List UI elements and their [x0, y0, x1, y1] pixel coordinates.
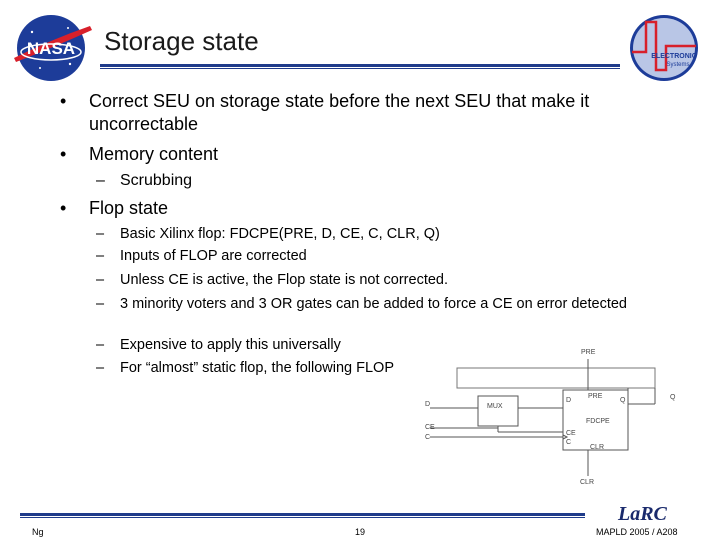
pre-label: PRE — [581, 349, 596, 356]
bullet-dot: • — [60, 198, 67, 218]
electronic-systems-logo: ELECTRONIC Systems — [630, 15, 698, 81]
sub-bullet-list: –Basic Xilinx flop: FDCPE(PRE, D, CE, C,… — [96, 225, 636, 377]
sub-bullet-scrubbing: – Scrubbing — [96, 172, 193, 189]
ff-d-label: D — [566, 397, 571, 404]
page-title: Storage state — [104, 26, 259, 56]
ff-ce-label: CE — [566, 430, 576, 437]
q-out-label: Q — [670, 394, 676, 401]
bullet-1: • Correct SEU on storage state before th… — [60, 90, 660, 136]
list-item: –Expensive to apply this universally — [96, 337, 341, 353]
list-item: –Basic Xilinx flop: FDCPE(PRE, D, CE, C,… — [96, 226, 440, 242]
fdcpe-diagram: PRE D CE C MUX D PRE Q FDCPE CE C CLR Q … — [425, 349, 676, 486]
ff-q-label: Q — [620, 397, 626, 404]
list-item: –Inputs of FLOP are corrected — [96, 248, 307, 264]
bullet-dot: • — [60, 91, 67, 111]
bullet-2-text: Memory content — [89, 144, 219, 164]
title-rule — [100, 64, 620, 67]
list-item: –3 minority voters and 3 OR gates can be… — [96, 296, 627, 312]
larc-logo: LaRC — [618, 503, 667, 525]
bullet-3-text: Flop state — [89, 198, 169, 218]
ff-clr-label: CLR — [590, 444, 604, 451]
bullet-2: • Memory content — [60, 143, 660, 166]
logo-line-1: ELECTRONIC — [651, 53, 697, 60]
mux-label: MUX — [487, 403, 503, 410]
nasa-logo: NASA — [14, 15, 92, 81]
list-item: –For “almost” static flop, the following… — [96, 360, 394, 376]
ff-pre-label: PRE — [588, 393, 603, 400]
c-label: C — [425, 434, 430, 441]
logo-line-2: Systems — [666, 62, 689, 68]
bullet-1-text: Correct SEU on storage state before the … — [89, 91, 590, 134]
ff-name-label: FDCPE — [586, 418, 610, 425]
list-item: –Unless CE is active, the Flop state is … — [96, 272, 448, 288]
bullet-3: • Flop state — [60, 197, 660, 220]
d-label: D — [425, 401, 430, 408]
ce-label: CE — [425, 424, 435, 431]
footer-author: Ng — [32, 527, 44, 537]
bullet-dot: • — [60, 144, 67, 164]
footer-page-number: 19 — [355, 527, 366, 537]
nasa-logo-text: NASA — [27, 39, 75, 58]
footer-rule — [20, 513, 585, 516]
ff-c-label: C — [566, 439, 571, 446]
footer-conference: MAPLD 2005 / A208 — [596, 527, 678, 537]
footer-rule-thin — [20, 517, 585, 518]
clr-bottom-label: CLR — [580, 479, 594, 486]
title-rule-thin — [100, 68, 620, 69]
